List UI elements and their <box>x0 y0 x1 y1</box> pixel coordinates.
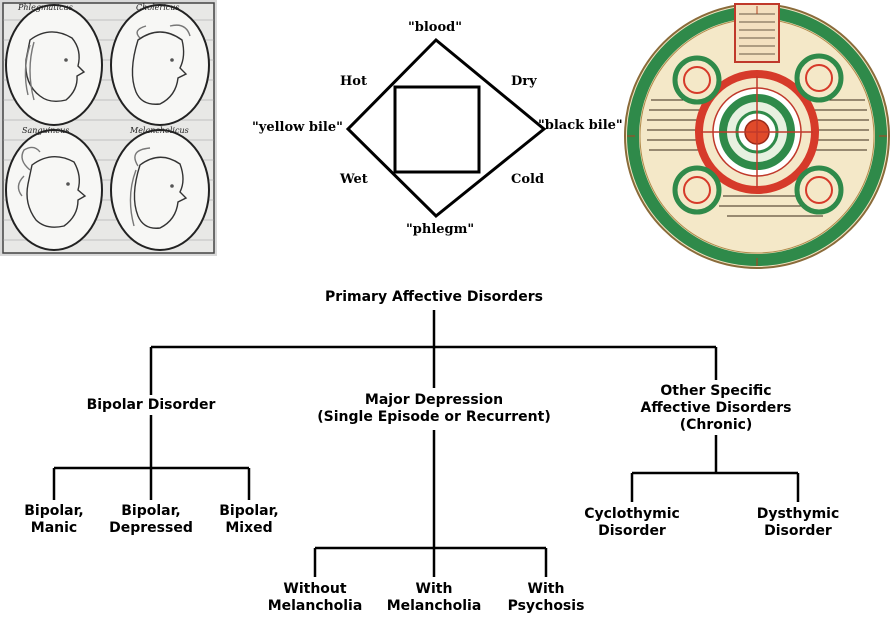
tree-dysthymic-line1: Dysthymic <box>756 506 840 522</box>
tree-connectors <box>52 310 800 577</box>
tree-dysthymic-node: Dysthymic Disorder <box>738 506 858 540</box>
tree-without-melancholia-node: Without Melancholia <box>255 581 375 615</box>
humor-phlegm-label: "phlegm" <box>406 222 475 237</box>
tree-with-melancholia-node: With Melancholia <box>374 581 494 615</box>
manuscript-wheel-art <box>623 0 891 270</box>
portrait-oval-sanguine <box>5 129 103 251</box>
tree-cyclothymic-line1: Cyclothymic <box>584 506 680 522</box>
tree-bipolar-mixed-node: Bipolar, Mixed <box>199 503 299 537</box>
portrait-label-phlegmatic: Phlegmaticus <box>18 3 73 12</box>
tree-bipolar-manic-line2: Manic <box>30 520 78 536</box>
humor-yellow-bile-label: "yellow bile" <box>252 120 343 135</box>
tree-cyclothymic-line2: Disorder <box>598 523 666 539</box>
affective-disorders-tree: Primary Affective Disorders Bipolar Diso… <box>0 270 891 627</box>
humor-blood-label: "blood" <box>408 20 463 35</box>
humor-black-bile-label: "black bile" <box>538 118 623 133</box>
manuscript-wheel <box>623 0 891 270</box>
tree-with-melancholia-line1: With <box>415 581 453 597</box>
tree-with-psychosis-line2: Psychosis <box>507 598 585 614</box>
tree-bipolar-mixed-line1: Bipolar, <box>219 503 279 519</box>
portrait-label-sanguine: Sanguineus <box>22 126 70 135</box>
quality-wet-label: Wet <box>340 172 368 187</box>
humors-diagram-art <box>345 37 547 219</box>
tree-other-specific-line3: (Chronic) <box>679 417 753 433</box>
tree-bipolar-manic-node: Bipolar, Manic <box>4 503 104 537</box>
tree-root-label: Primary Affective Disorders <box>325 289 543 305</box>
tree-bipolar-mixed-line2: Mixed <box>225 520 273 536</box>
quality-dry-label: Dry <box>511 74 537 89</box>
tree-with-psychosis-node: With Psychosis <box>491 581 601 615</box>
portrait-label-choleric: Cholericus <box>136 3 180 12</box>
portrait-oval-phlegmatic <box>5 4 103 126</box>
tree-with-melancholia-line2: Melancholia <box>386 598 482 614</box>
humors-diagram: "blood" "phlegm" "yellow bile" "black bi… <box>240 0 623 256</box>
tree-bipolar-depressed-line2: Depressed <box>109 520 193 536</box>
tree-bipolar-depressed-line1: Bipolar, <box>121 503 181 519</box>
tree-other-specific-line1: Other Specific <box>660 383 772 399</box>
tree-with-psychosis-line1: With <box>527 581 565 597</box>
temperaments-engraving-art <box>0 0 217 256</box>
tree-bipolar-manic-line1: Bipolar, <box>24 503 84 519</box>
portrait-label-melancholic: Melancholicus <box>130 126 189 135</box>
tree-cyclothymic-node: Cyclothymic Disorder <box>567 506 697 540</box>
portrait-oval-choleric <box>110 4 210 126</box>
temperaments-engraving: Phlegmaticus Cholericus Sanguineus Melan… <box>0 0 217 256</box>
tree-without-melancholia-line1: Without <box>283 581 347 597</box>
humors-square <box>393 85 481 174</box>
tree-major-depression-node: Major Depression (Single Episode or Recu… <box>284 392 584 426</box>
quality-cold-label: Cold <box>511 172 545 187</box>
tree-dysthymic-line2: Disorder <box>764 523 832 539</box>
tree-other-specific-node: Other Specific Affective Disorders (Chro… <box>616 383 816 434</box>
tree-bipolar-label: Bipolar Disorder <box>86 397 216 413</box>
portrait-oval-melancholic <box>110 129 210 251</box>
tree-without-melancholia-line2: Melancholia <box>267 598 363 614</box>
tree-bipolar-depressed-node: Bipolar, Depressed <box>96 503 206 537</box>
tree-major-depression-line1: Major Depression <box>364 392 504 408</box>
humors-diamond <box>345 37 547 219</box>
quality-hot-label: Hot <box>340 74 367 89</box>
tree-other-specific-line2: Affective Disorders <box>640 400 792 416</box>
tree-major-depression-line2: (Single Episode or Recurrent) <box>317 409 551 425</box>
